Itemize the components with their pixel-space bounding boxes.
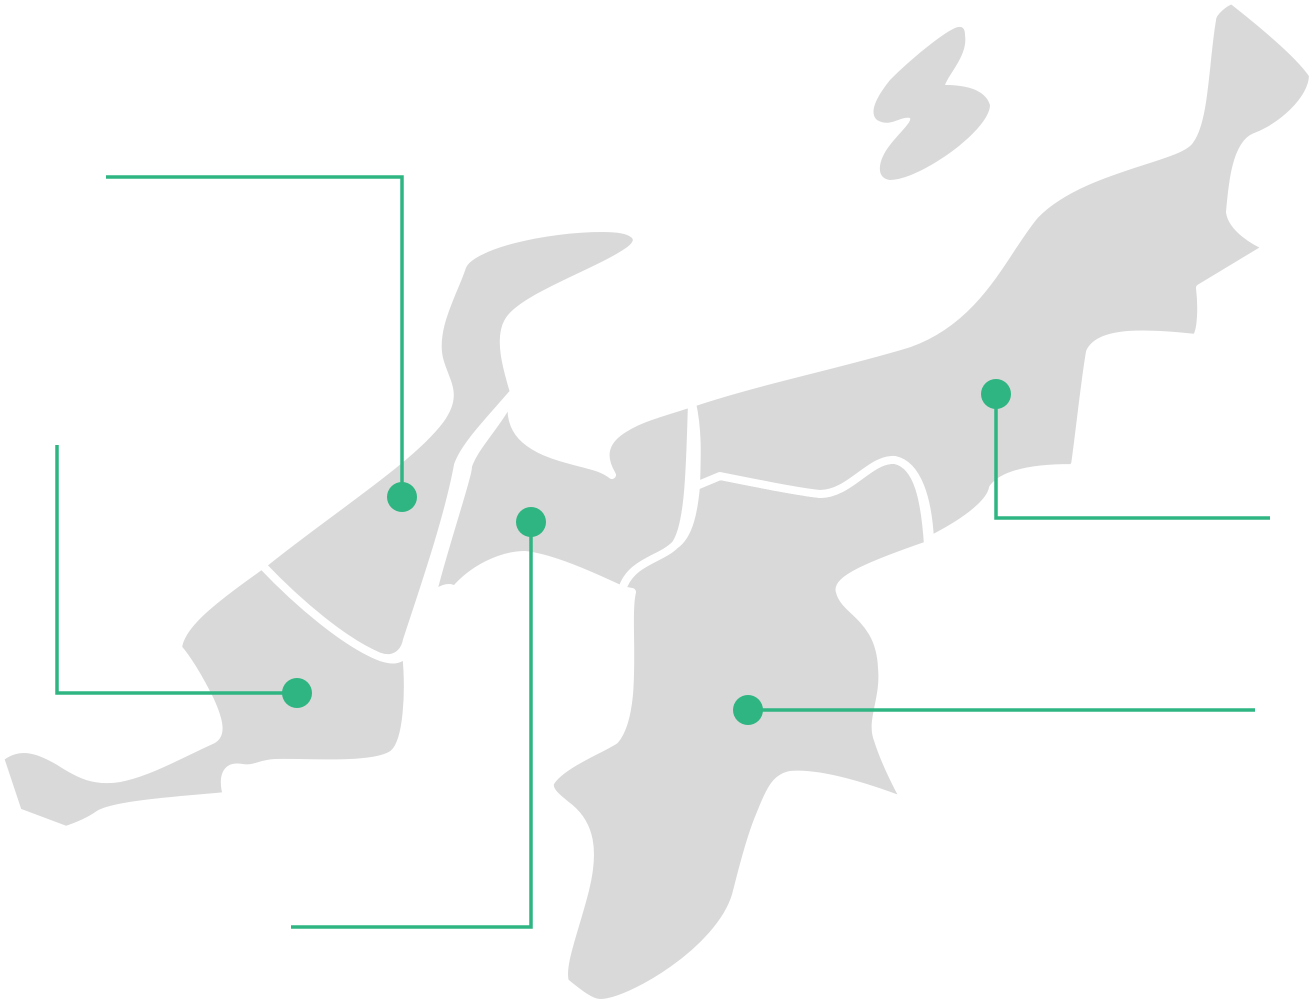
marker-north-west[interactable] — [387, 482, 417, 512]
location-markers — [282, 379, 1011, 725]
marker-central-west[interactable] — [516, 507, 546, 537]
callout-lines — [55, 175, 1270, 929]
marker-west[interactable] — [282, 678, 312, 708]
callout-line-central-west — [291, 522, 533, 929]
region-north-west[interactable] — [258, 224, 641, 663]
callout-line-west — [55, 445, 297, 695]
marker-south[interactable] — [733, 695, 763, 725]
callout-line-east — [994, 394, 1270, 520]
callout-line-north-west — [106, 175, 404, 497]
marker-east[interactable] — [981, 379, 1011, 409]
region-central[interactable] — [688, 0, 1313, 544]
north-island[interactable] — [873, 26, 990, 181]
